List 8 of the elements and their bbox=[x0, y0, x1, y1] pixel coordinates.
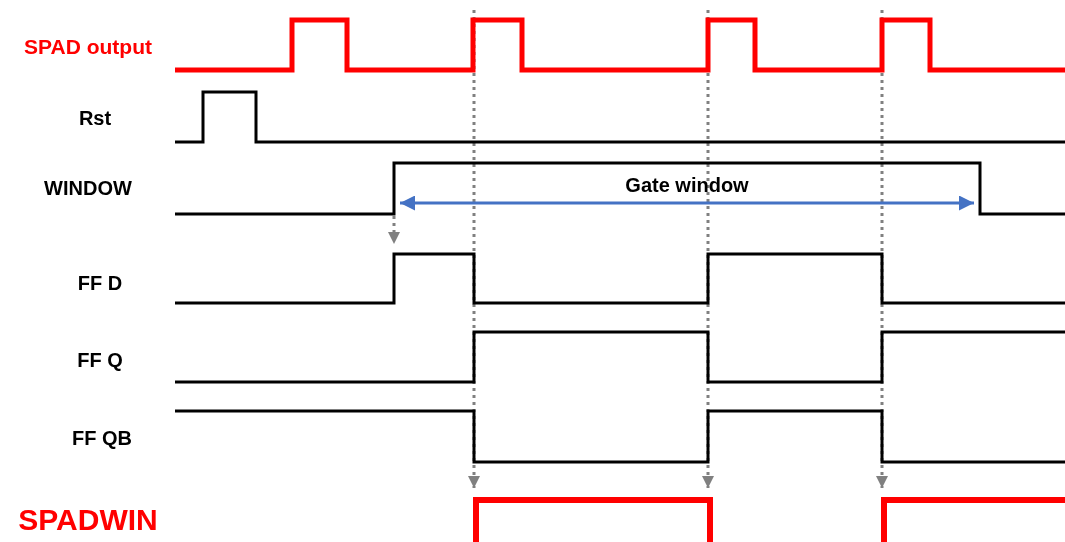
signal-name: SPAD output bbox=[24, 35, 152, 57]
signal-name: FF QB bbox=[72, 428, 132, 448]
signal-name: Rst bbox=[78, 108, 112, 128]
signal-name: WINDOW bbox=[44, 178, 132, 198]
signal-name: SPADWIN bbox=[18, 505, 158, 535]
signal-name: FF Q bbox=[77, 350, 123, 370]
signal-name: FF D bbox=[77, 273, 123, 293]
interval-label: Gate window bbox=[625, 175, 749, 195]
